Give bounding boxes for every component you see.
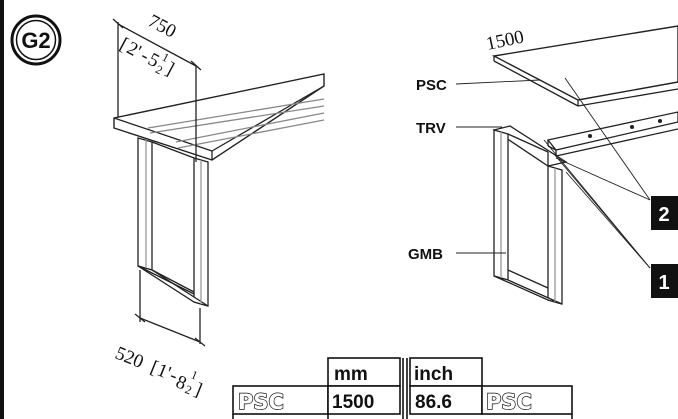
- header-mm: mm: [334, 364, 368, 385]
- callout-1: 1: [651, 264, 678, 298]
- left-assembly: [112, 18, 325, 347]
- row-mm: 1500: [332, 392, 374, 413]
- figure-badge: G2: [10, 14, 62, 66]
- depth-fraction-den: 2: [153, 62, 165, 77]
- width-dimension: 1500: [484, 26, 526, 54]
- label-gmb: GMB: [408, 246, 443, 263]
- depth-mm: 750: [144, 11, 179, 43]
- label-psc: PSC: [416, 77, 447, 94]
- figure-id: G2: [21, 28, 50, 53]
- row-inch: 86.6: [415, 392, 452, 413]
- leg-fraction-num: 1: [189, 367, 200, 382]
- svg-text:1: 1: [658, 272, 669, 294]
- label-trv: TRV: [416, 120, 446, 137]
- header-inch: inch: [414, 364, 453, 385]
- callout-2: 2: [651, 196, 678, 230]
- svg-text:]: ]: [191, 379, 205, 401]
- row-code-right: PSC: [486, 390, 532, 414]
- spec-table: [232, 357, 573, 419]
- right-assembly: [455, 25, 678, 305]
- leg-fraction-den: 2: [183, 382, 194, 397]
- row-code: PSC: [238, 390, 284, 414]
- margin-bar: [0, 0, 4, 419]
- leg-mm: 520: [112, 343, 146, 373]
- depth-fraction-num: 1: [160, 50, 172, 65]
- svg-text:2: 2: [658, 204, 669, 226]
- leg-dimension: 520 [ 1' - 8 1 2 ]: [112, 343, 205, 401]
